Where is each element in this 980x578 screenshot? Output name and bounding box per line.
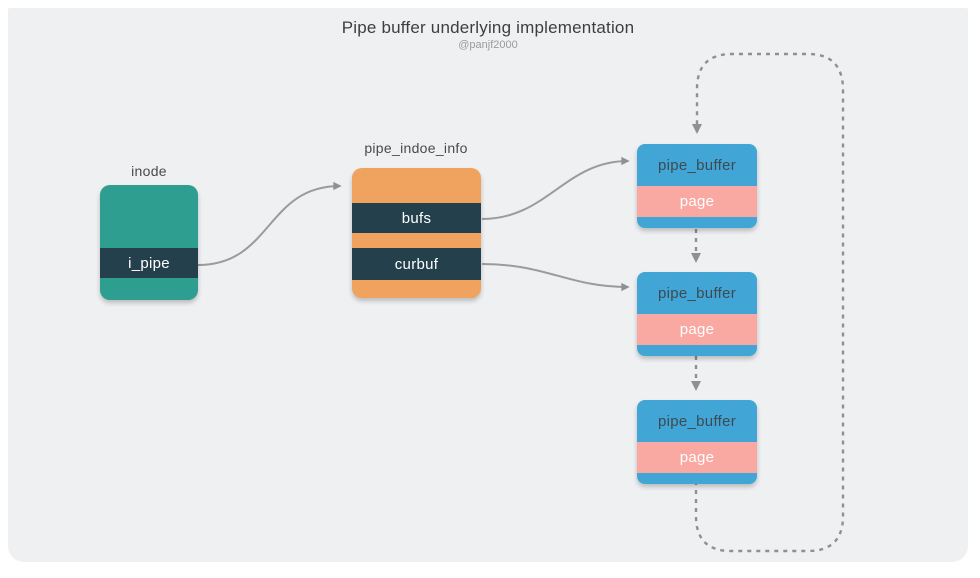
pipe-buffer-2-label: pipe_buffer <box>657 284 737 302</box>
field-curbuf: curbuf <box>352 248 481 280</box>
diagram-title: Pipe buffer underlying implementation <box>341 18 635 37</box>
pipe-buffer-1-page-band: page <box>637 186 757 217</box>
pipe-buffer-2-page-band: page <box>637 314 757 345</box>
inode-box: i_pipe <box>100 185 198 300</box>
diagram-subtitle: @panjf2000 <box>458 39 518 51</box>
pipe-buffer-1-label: pipe_buffer <box>657 156 737 174</box>
field-bufs: bufs <box>352 203 481 233</box>
inode-label: inode <box>131 163 167 179</box>
inode-body <box>100 185 198 248</box>
pipe-buffer-box-3: pipe_buffer page <box>637 400 757 484</box>
pipe-buffer-box-1: pipe_buffer page <box>637 144 757 228</box>
pipe-buffer-3-label: pipe_buffer <box>657 412 737 430</box>
pipe-inode-info-gap <box>352 233 481 248</box>
inode-field-i-pipe: i_pipe <box>100 248 198 278</box>
pipe-inode-info-box: bufs curbuf <box>352 168 481 298</box>
pipe-inode-info-label: pipe_indoe_info <box>364 140 468 156</box>
pipe-buffer-3-page-band: page <box>637 442 757 473</box>
pipe-inode-info-body <box>352 168 481 203</box>
pipe-buffer-box-2: pipe_buffer page <box>637 272 757 356</box>
